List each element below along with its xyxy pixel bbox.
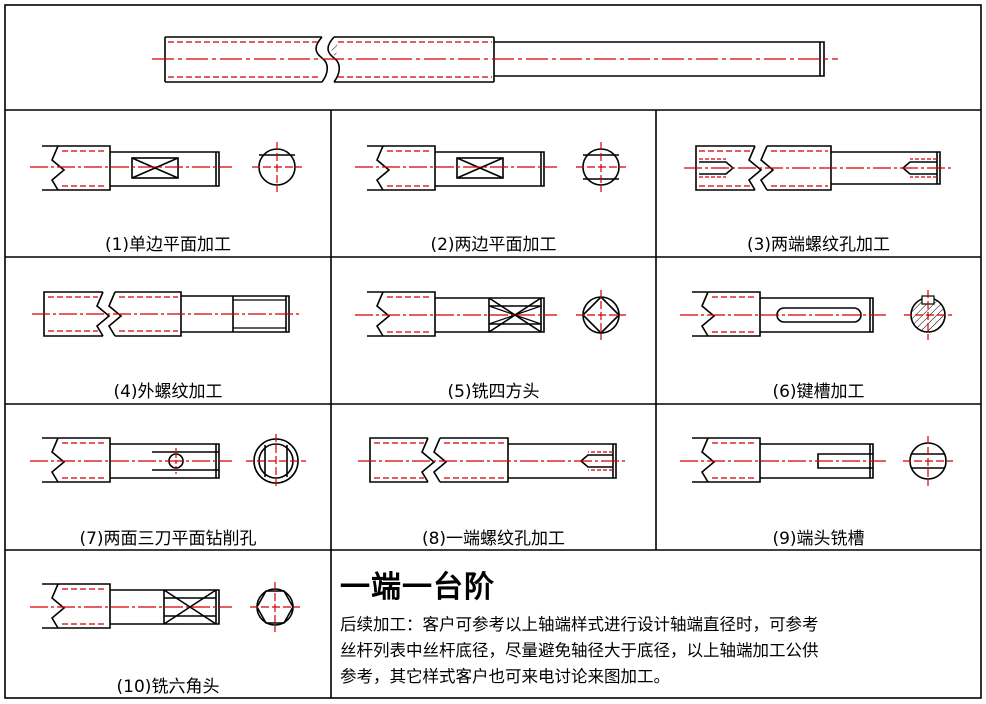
caption-6: (6)键槽加工 bbox=[772, 382, 865, 402]
cell-5: (5)铣四方头 bbox=[331, 377, 656, 402]
drawing-7-flats-cross-hole bbox=[30, 434, 306, 488]
cell-6: (6)键槽加工 bbox=[656, 377, 981, 402]
cell-3: (3)两端螺纹孔加工 bbox=[656, 230, 981, 255]
caption-7: (7)两面三刀平面钻削孔 bbox=[79, 529, 257, 549]
drawing-9-end-slot bbox=[680, 436, 953, 486]
caption-4: (4)外螺纹加工 bbox=[113, 382, 223, 402]
caption-8: (8)一端螺纹孔加工 bbox=[421, 529, 566, 549]
drawing-6-keyway bbox=[680, 290, 952, 340]
notes-title: 一端一台阶 bbox=[340, 570, 495, 605]
drawing-2-double-flat bbox=[355, 142, 626, 192]
cell-2: (2)两边平面加工 bbox=[331, 230, 656, 255]
cell-8: (8)一端螺纹孔加工 bbox=[331, 524, 656, 549]
notes-block: 一端一台阶 后续加工：客户可参考以上轴端样式进行设计轴端直径时，可参考 丝杆列表… bbox=[340, 562, 980, 690]
cell-9: (9)端头铣槽 bbox=[656, 524, 981, 549]
caption-2: (2)两边平面加工 bbox=[430, 235, 557, 255]
notes-line-1: 后续加工：客户可参考以上轴端样式进行设计轴端直径时，可参考 bbox=[340, 615, 819, 634]
caption-10: (10)铣六角头 bbox=[116, 677, 220, 697]
cell-1: (1)单边平面加工 bbox=[5, 230, 331, 255]
drawing-1-single-flat bbox=[30, 142, 302, 192]
cell-4: (4)外螺纹加工 bbox=[5, 377, 331, 402]
drawing-3-both-end-tapped bbox=[684, 145, 954, 191]
drawing-10-hex-head bbox=[30, 582, 300, 632]
caption-3: (3)两端螺纹孔加工 bbox=[746, 235, 891, 255]
cell-10: (10)铣六角头 bbox=[5, 672, 331, 697]
drawing-8-one-end-tapped bbox=[358, 437, 628, 483]
notes-line-3: 参考，其它样式客户也可来电讨论来图加工。 bbox=[340, 667, 670, 686]
cell-7: (7)两面三刀平面钻削孔 bbox=[5, 524, 331, 549]
drawing-5-square-head bbox=[355, 290, 626, 340]
caption-5: (5)铣四方头 bbox=[447, 382, 540, 402]
notes-line-2: 丝杆列表中丝杆底径，尽量避免轴径大于底径，以上轴端加工公供 bbox=[340, 641, 819, 660]
caption-9: (9)端头铣槽 bbox=[772, 529, 865, 549]
top-shaft bbox=[152, 36, 838, 83]
caption-1: (1)单边平面加工 bbox=[104, 235, 232, 255]
drawing-4-external-thread bbox=[32, 291, 302, 337]
